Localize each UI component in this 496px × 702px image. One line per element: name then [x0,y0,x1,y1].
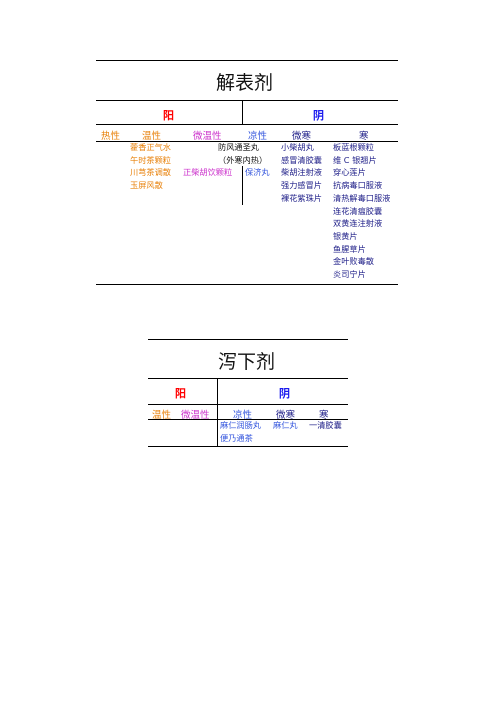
table1-body-separator [242,166,243,205]
list-item: 连花清瘟胶囊 [333,205,383,216]
table2-sub-weiwen: 微温性 [181,410,210,421]
list-item: 柴胡注射液 [281,167,322,178]
table2-separator [217,379,218,446]
list-item: 川芎茶调散 [130,167,171,178]
list-item: 保济丸 [245,167,270,178]
list-item: 防风通圣丸 [218,142,259,152]
table2-header-yang: 阳 [175,387,186,400]
table2-bottom-border [148,446,348,447]
list-item: 炎司宁片 [333,269,366,280]
table1-title: 解表剂 [216,72,274,94]
list-item: 裸花紫珠片 [281,192,322,203]
table2-subheader-divider [148,419,348,420]
table1-sub-re: 热性 [101,131,121,142]
table2-col-han: 一清胶囊 [309,419,342,432]
table1-header-yin: 阴 [313,109,324,122]
table1-header-separator [242,101,243,124]
list-item: 双黄连注射液 [333,218,383,229]
table1-bottom-border [96,284,398,285]
table1-sub-liang: 凉性 [248,131,268,142]
table2-top-border [148,339,348,340]
list-item: 正柴胡饮颗粒 [183,167,233,178]
table1-col-weiwen: 正柴胡饮颗粒 [183,166,232,179]
table2-title: 泻下剂 [218,351,276,373]
list-item: 维 C 银翘片 [333,154,377,165]
table1-col-mid: 防风通圣丸 （外寒内热） [218,141,267,166]
list-item: 麻仁丸 [273,420,298,430]
table1-header-divider [96,124,398,125]
list-item: 鱼腥草片 [333,243,366,254]
list-item: 金叶败毒散 [333,256,374,267]
list-item: 银黄片 [333,230,358,241]
list-item-note: （外寒内热） [218,154,268,165]
list-item: 清热解毒口服液 [333,192,391,203]
table2-sub-wen: 温性 [152,410,172,421]
table1-col-liang: 保济丸 [245,166,270,179]
table1-title-divider [96,100,398,101]
table2-col-liang: 麻仁润肠丸 便乃通茶 [220,419,261,444]
list-item: 一清胶囊 [309,420,342,430]
list-item: 穿心莲片 [333,167,366,178]
list-item: 便乃通茶 [220,432,253,443]
list-item: 小柴胡丸 [281,142,314,152]
table1-sub-weihan: 微寒 [292,131,312,142]
table2-header-divider [148,404,348,405]
table1-col-wen: 藿香正气水 午时茶颗粒 川芎茶调散 玉屏风散 [130,141,171,192]
table1-header-yang: 阳 [163,109,174,122]
table1-sub-han: 寒 [359,131,369,142]
list-item: 强力感冒片 [281,180,322,191]
list-item: 麻仁润肠丸 [220,420,261,430]
table1-sub-weiwen: 微温性 [193,131,222,142]
table1-col-weihan: 小柴胡丸 感冒清胶囊 柴胡注射液 强力感冒片 裸花紫珠片 [281,141,322,205]
table1-sub-wen: 温性 [142,131,162,142]
list-item: 抗病毒口服液 [333,180,383,191]
table2-header-yin: 阴 [279,387,290,400]
list-item: 午时茶颗粒 [130,154,171,165]
table1-top-border [96,60,398,61]
table1-subheader-divider [96,141,398,142]
list-item: 感冒清胶囊 [281,154,322,165]
list-item: 玉屏风散 [130,180,163,191]
table2-sub-liang: 凉性 [233,410,253,421]
table2-sub-weihan: 微寒 [276,410,296,421]
table1-col-han: 板蓝根颗粒 维 C 银翘片 穿心莲片 抗病毒口服液 清热解毒口服液 连花清瘟胶囊… [333,141,390,281]
table2-title-divider [148,378,348,379]
list-item: 藿香正气水 [130,142,171,152]
table2-sub-han: 寒 [319,410,329,421]
table2-col-weihan: 麻仁丸 [273,419,298,432]
list-item: 板蓝根颗粒 [333,142,374,152]
